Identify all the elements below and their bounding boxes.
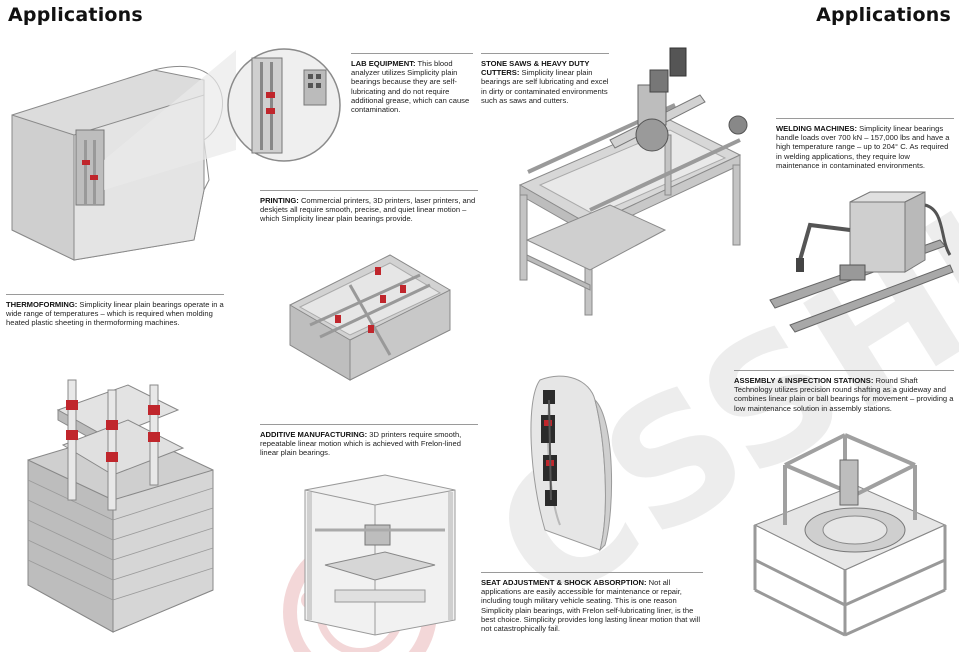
lab-equipment-section: LAB EQUIPMENT: This blood analyzer utili… bbox=[351, 53, 473, 114]
seat-illustration bbox=[530, 375, 613, 552]
thermoforming-heading: THERMOFORMING: bbox=[6, 300, 78, 309]
printer-illustration bbox=[289, 254, 451, 381]
stone-saw-illustration bbox=[518, 47, 748, 316]
thermoforming-section: THERMOFORMING: Simplicity linear plain b… bbox=[6, 294, 224, 328]
lab-equipment-body: This blood analyzer utilizes Simplicity … bbox=[351, 59, 470, 115]
assembly-section: ASSEMBLY & INSPECTION STATIONS: Round Sh… bbox=[734, 370, 954, 413]
thermoforming-illustration bbox=[27, 379, 214, 633]
3d-printer-illustration bbox=[304, 474, 456, 636]
printing-body: Commercial printers, 3D printers, laser … bbox=[260, 196, 476, 224]
printing-heading: PRINTING: bbox=[260, 196, 299, 205]
additive-body: 3D printers require smooth, repeatable l… bbox=[260, 430, 462, 458]
stone-saws-heading: STONE SAWS & HEAVY DUTY CUTTERS: bbox=[481, 59, 590, 78]
lab-equipment-illustration bbox=[11, 48, 341, 261]
lab-equipment-heading: LAB EQUIPMENT: bbox=[351, 59, 416, 68]
welding-body: Simplicity linear bearings handle loads … bbox=[776, 124, 950, 170]
assembly-station-illustration bbox=[753, 433, 947, 637]
welding-section: WELDING MACHINES: Simplicity linear bear… bbox=[776, 118, 954, 170]
printing-section: PRINTING: Commercial printers, 3D printe… bbox=[260, 190, 478, 224]
welding-machine-illustration bbox=[769, 191, 954, 333]
assembly-body: Round Shaft Technology utilizes precisio… bbox=[734, 376, 954, 413]
additive-heading: ADDITIVE MANUFACTURING: bbox=[260, 430, 368, 439]
stone-saws-body: Simplicity linear plain bearings are sel… bbox=[481, 68, 609, 105]
seat-heading: SEAT ADJUSTMENT & SHOCK ABSORPTION: bbox=[481, 578, 647, 587]
stone-saws-section: STONE SAWS & HEAVY DUTY CUTTERS: Simplic… bbox=[481, 53, 609, 105]
thermoforming-body: Simplicity linear plain bearings operate… bbox=[6, 300, 224, 328]
seat-body: Not all applications are easily accessib… bbox=[481, 578, 701, 634]
assembly-heading: ASSEMBLY & INSPECTION STATIONS: bbox=[734, 376, 874, 385]
additive-section: ADDITIVE MANUFACTURING: 3D printers requ… bbox=[260, 424, 478, 458]
seat-section: SEAT ADJUSTMENT & SHOCK ABSORPTION: Not … bbox=[481, 572, 703, 633]
page-title-right: Applications bbox=[816, 4, 951, 26]
welding-heading: WELDING MACHINES: bbox=[776, 124, 857, 133]
page-title-left: Applications bbox=[8, 4, 143, 26]
